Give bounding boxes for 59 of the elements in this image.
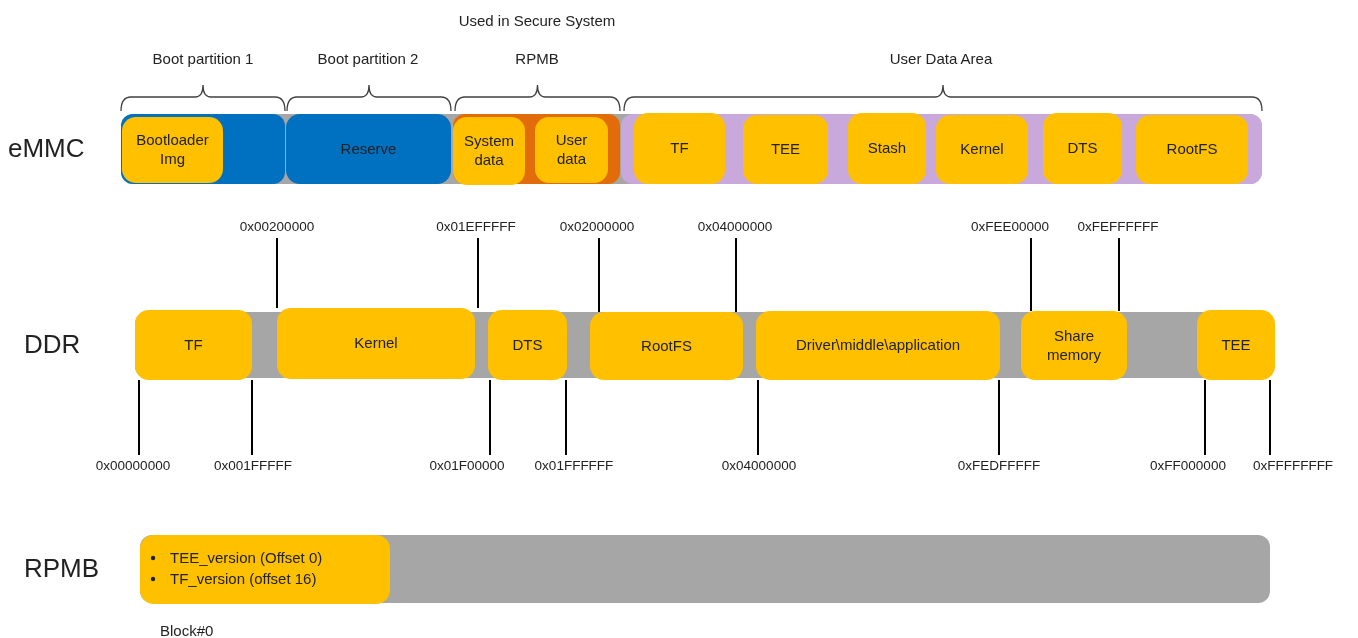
leader-line <box>276 237 278 309</box>
address-label: 0x01FFFFFF <box>534 457 614 475</box>
memory-block: RootFS <box>590 312 743 380</box>
list-item: TEE_version (Offset 0) <box>170 549 323 566</box>
leader-line <box>735 237 737 313</box>
memory-bar <box>121 114 285 184</box>
memory-block: DTS <box>1043 113 1122 184</box>
address-label: 0x01EFFFFF <box>436 218 516 236</box>
row-label: DDR <box>24 329 81 360</box>
address-label: 0x001FFFFF <box>213 457 293 475</box>
address-label: 0x00200000 <box>237 218 317 236</box>
leader-line <box>598 237 600 313</box>
address-label: 0x02000000 <box>557 218 637 236</box>
leader-line <box>1204 379 1206 456</box>
address-label: 0xFEDFFFFF <box>959 457 1039 475</box>
memory-block: System data <box>453 117 525 185</box>
leader-line <box>477 237 479 309</box>
memory-block: DTS <box>488 310 567 380</box>
address-label: 0x04000000 <box>695 218 775 236</box>
leader-line <box>998 379 1000 456</box>
memory-block: TEE <box>1197 310 1275 380</box>
list-item: TF_version (offset 16) <box>170 570 317 587</box>
block-label: Block#0 <box>160 622 214 638</box>
memory-block: Share memory <box>1021 311 1127 380</box>
address-label: 0xFEFFFFFF <box>1078 218 1158 236</box>
memory-block: RootFS <box>1136 115 1248 184</box>
address-label: 0xFEE00000 <box>970 218 1050 236</box>
memory-block: Driver\middle\application <box>756 311 1000 380</box>
address-label: 0x04000000 <box>719 457 799 475</box>
row-label: RPMB <box>24 553 100 584</box>
leader-line <box>1269 379 1271 456</box>
row-label: eMMC <box>8 133 85 164</box>
memory-block: TF <box>135 310 252 380</box>
memory-block: Reserve <box>286 114 451 184</box>
leader-line <box>489 379 491 456</box>
memory-block: User data <box>535 117 608 183</box>
leader-line <box>757 379 759 456</box>
memory-block: Bootloader Img <box>122 117 223 183</box>
leader-line <box>251 379 253 456</box>
brace-label: Boot partition 1 <box>151 50 255 67</box>
memory-bar <box>453 114 620 184</box>
memory-block: Stash <box>848 113 926 184</box>
brace-label: Boot partition 2 <box>316 50 420 67</box>
brace-label: RPMB <box>514 50 560 67</box>
memory-bar <box>621 114 1262 184</box>
address-label: 0x01F00000 <box>427 457 507 475</box>
memory-block: TF <box>634 113 725 184</box>
brace-label: User Data Area <box>888 50 994 67</box>
memory-block: Kernel <box>936 115 1028 184</box>
memory-block: TEE <box>743 115 828 184</box>
memory-block: Kernel <box>277 308 475 379</box>
leader-line <box>138 379 140 456</box>
leader-line <box>565 379 567 456</box>
leader-line <box>1030 237 1032 312</box>
address-label: 0xFF000000 <box>1148 457 1228 475</box>
leader-line <box>1118 237 1120 312</box>
section-label: Used in Secure System <box>457 12 617 29</box>
address-label: 0x00000000 <box>93 457 173 475</box>
address-label: 0xFFFFFFFF <box>1253 457 1333 475</box>
